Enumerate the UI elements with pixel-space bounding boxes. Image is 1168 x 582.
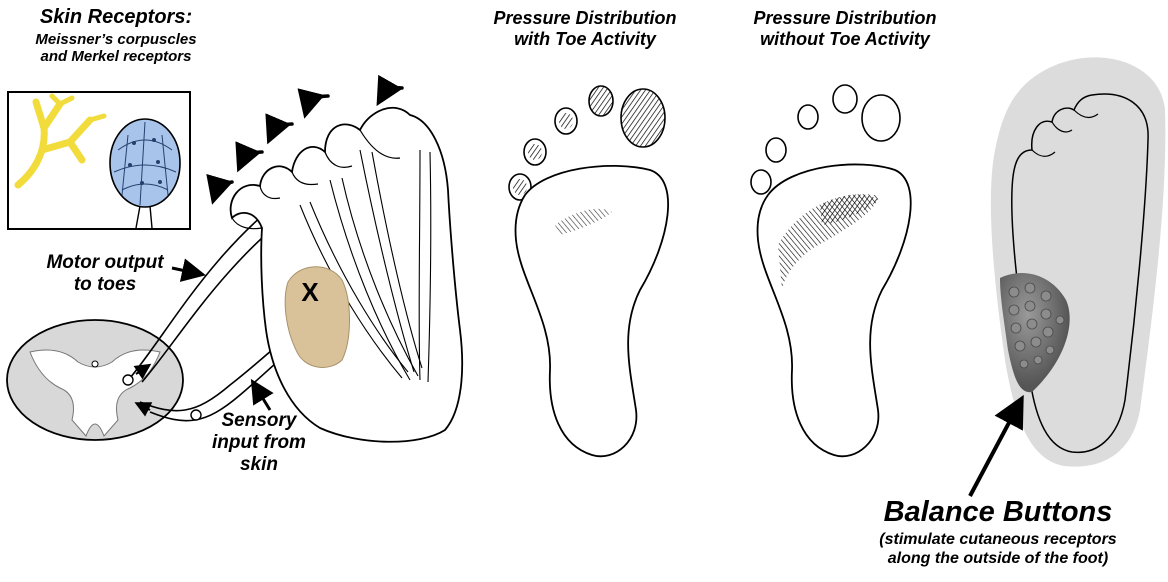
footprint-with-toes xyxy=(509,86,668,456)
motor-line1: Motor output xyxy=(30,252,180,274)
receptors-title: Skin Receptors: xyxy=(0,6,232,29)
balance-buttons-label: Balance Buttons (stimulate cutaneous rec… xyxy=(830,496,1166,568)
spinal-cord-section xyxy=(7,320,183,440)
balance-title: Balance Buttons xyxy=(830,496,1166,529)
panel-without-line1: Pressure Distribution xyxy=(715,8,975,29)
foot-anatomy xyxy=(231,108,463,442)
panel-with-toes-label: Pressure Distribution with Toe Activity xyxy=(455,8,715,49)
receptors-line2: and Merkel receptors xyxy=(0,48,232,65)
receptors-label: Skin Receptors: Meissner’s corpuscles an… xyxy=(0,6,232,66)
panel-without-line2: without Toe Activity xyxy=(715,29,975,50)
balance-pointer-arrow xyxy=(970,402,1020,496)
balance-line1: (stimulate cutaneous receptors xyxy=(830,531,1166,549)
balance-line2: along the outside of the foot) xyxy=(830,550,1166,568)
sensory-input-label: Sensory input from skin xyxy=(204,410,314,476)
motor-output-label: Motor output to toes xyxy=(30,252,180,296)
sensory-line2: input from xyxy=(204,432,314,454)
receptors-line1: Meissner’s corpuscles xyxy=(0,31,232,48)
panel-with-line2: with Toe Activity xyxy=(455,29,715,50)
motor-line2: to toes xyxy=(30,274,180,296)
receptor-inset xyxy=(8,92,190,229)
panel-with-line1: Pressure Distribution xyxy=(455,8,715,29)
insole-with-balance-buttons xyxy=(970,57,1165,496)
footprint-without-toes xyxy=(751,85,911,456)
sensory-pointer-arrow xyxy=(254,384,270,410)
tendon-marker: X xyxy=(290,278,330,308)
sensory-line3: skin xyxy=(204,454,314,476)
panel-without-toes-label: Pressure Distribution without Toe Activi… xyxy=(715,8,975,49)
sensory-line1: Sensory xyxy=(204,410,314,432)
